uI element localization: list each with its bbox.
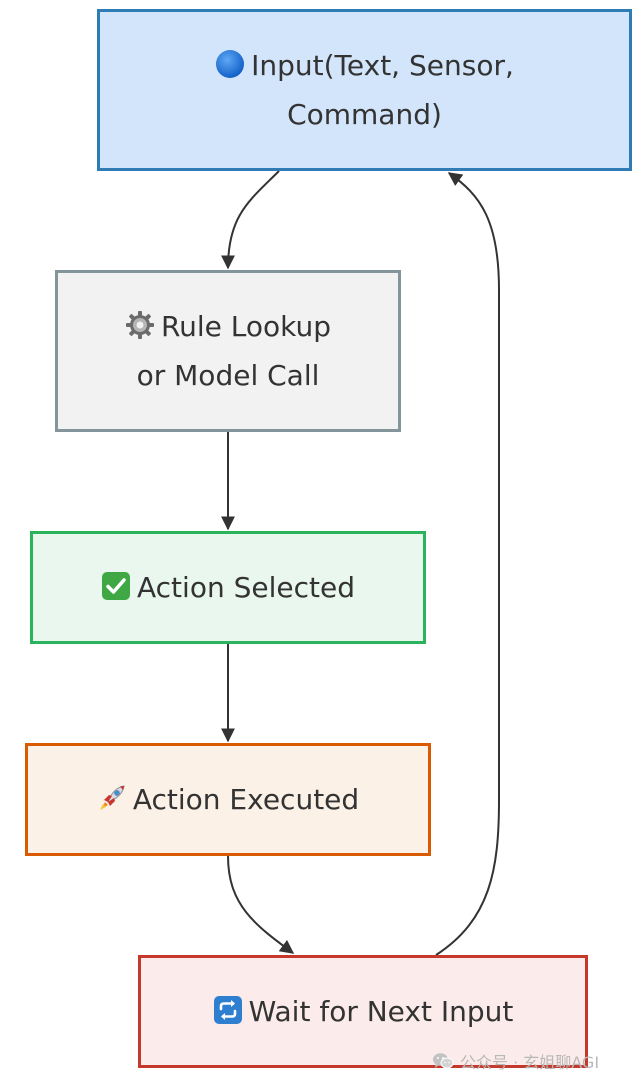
repeat-arrows-icon — [213, 996, 242, 1024]
rule-lookup-node-label-1: Rule Lookup — [160, 310, 332, 343]
gear-icon — [125, 311, 154, 339]
action-selected-node-label: Action Selected — [137, 571, 355, 604]
action-selected-node: Action Selected — [30, 531, 426, 644]
wechat-icon — [433, 1053, 454, 1069]
action-executed-node: Action Executed — [25, 743, 431, 856]
watermark: 公众号 · 玄姐聊AGI — [432, 1049, 599, 1073]
watermark-text: 公众号 · 玄姐聊AGI — [460, 1053, 600, 1072]
edge-wait-to-input — [435, 172, 500, 956]
input-node-line-1: Input(Text, Sensor, — [215, 41, 514, 90]
blue-circle-icon — [216, 50, 245, 78]
edge-executed-to-wait — [227, 855, 295, 954]
action-executed-node-label: Action Executed — [132, 783, 360, 816]
wait-next-input-node-line-1: Wait for Next Input — [213, 987, 514, 1036]
input-node-label-1: Input(Text, Sensor, — [251, 49, 514, 82]
rule-lookup-node-line-1: Rule Lookup — [125, 302, 331, 351]
edge-input-to-lookup — [221, 170, 280, 270]
check-mark-button-icon — [102, 572, 130, 600]
input-node-label-2: Command) — [287, 98, 442, 131]
wait-next-input-node: Wait for Next Input — [138, 955, 588, 1068]
action-executed-node-line-1: Action Executed — [97, 775, 359, 824]
wait-next-input-node-label: Wait for Next Input — [248, 995, 514, 1028]
rule-lookup-node-label-2: or Model Call — [136, 359, 320, 392]
rule-lookup-node: Rule Lookup or Model Call — [55, 270, 401, 432]
action-selected-node-line-1: Action Selected — [101, 563, 355, 612]
input-node: Input(Text, Sensor, Command) — [97, 9, 632, 171]
rocket-icon — [99, 785, 125, 810]
